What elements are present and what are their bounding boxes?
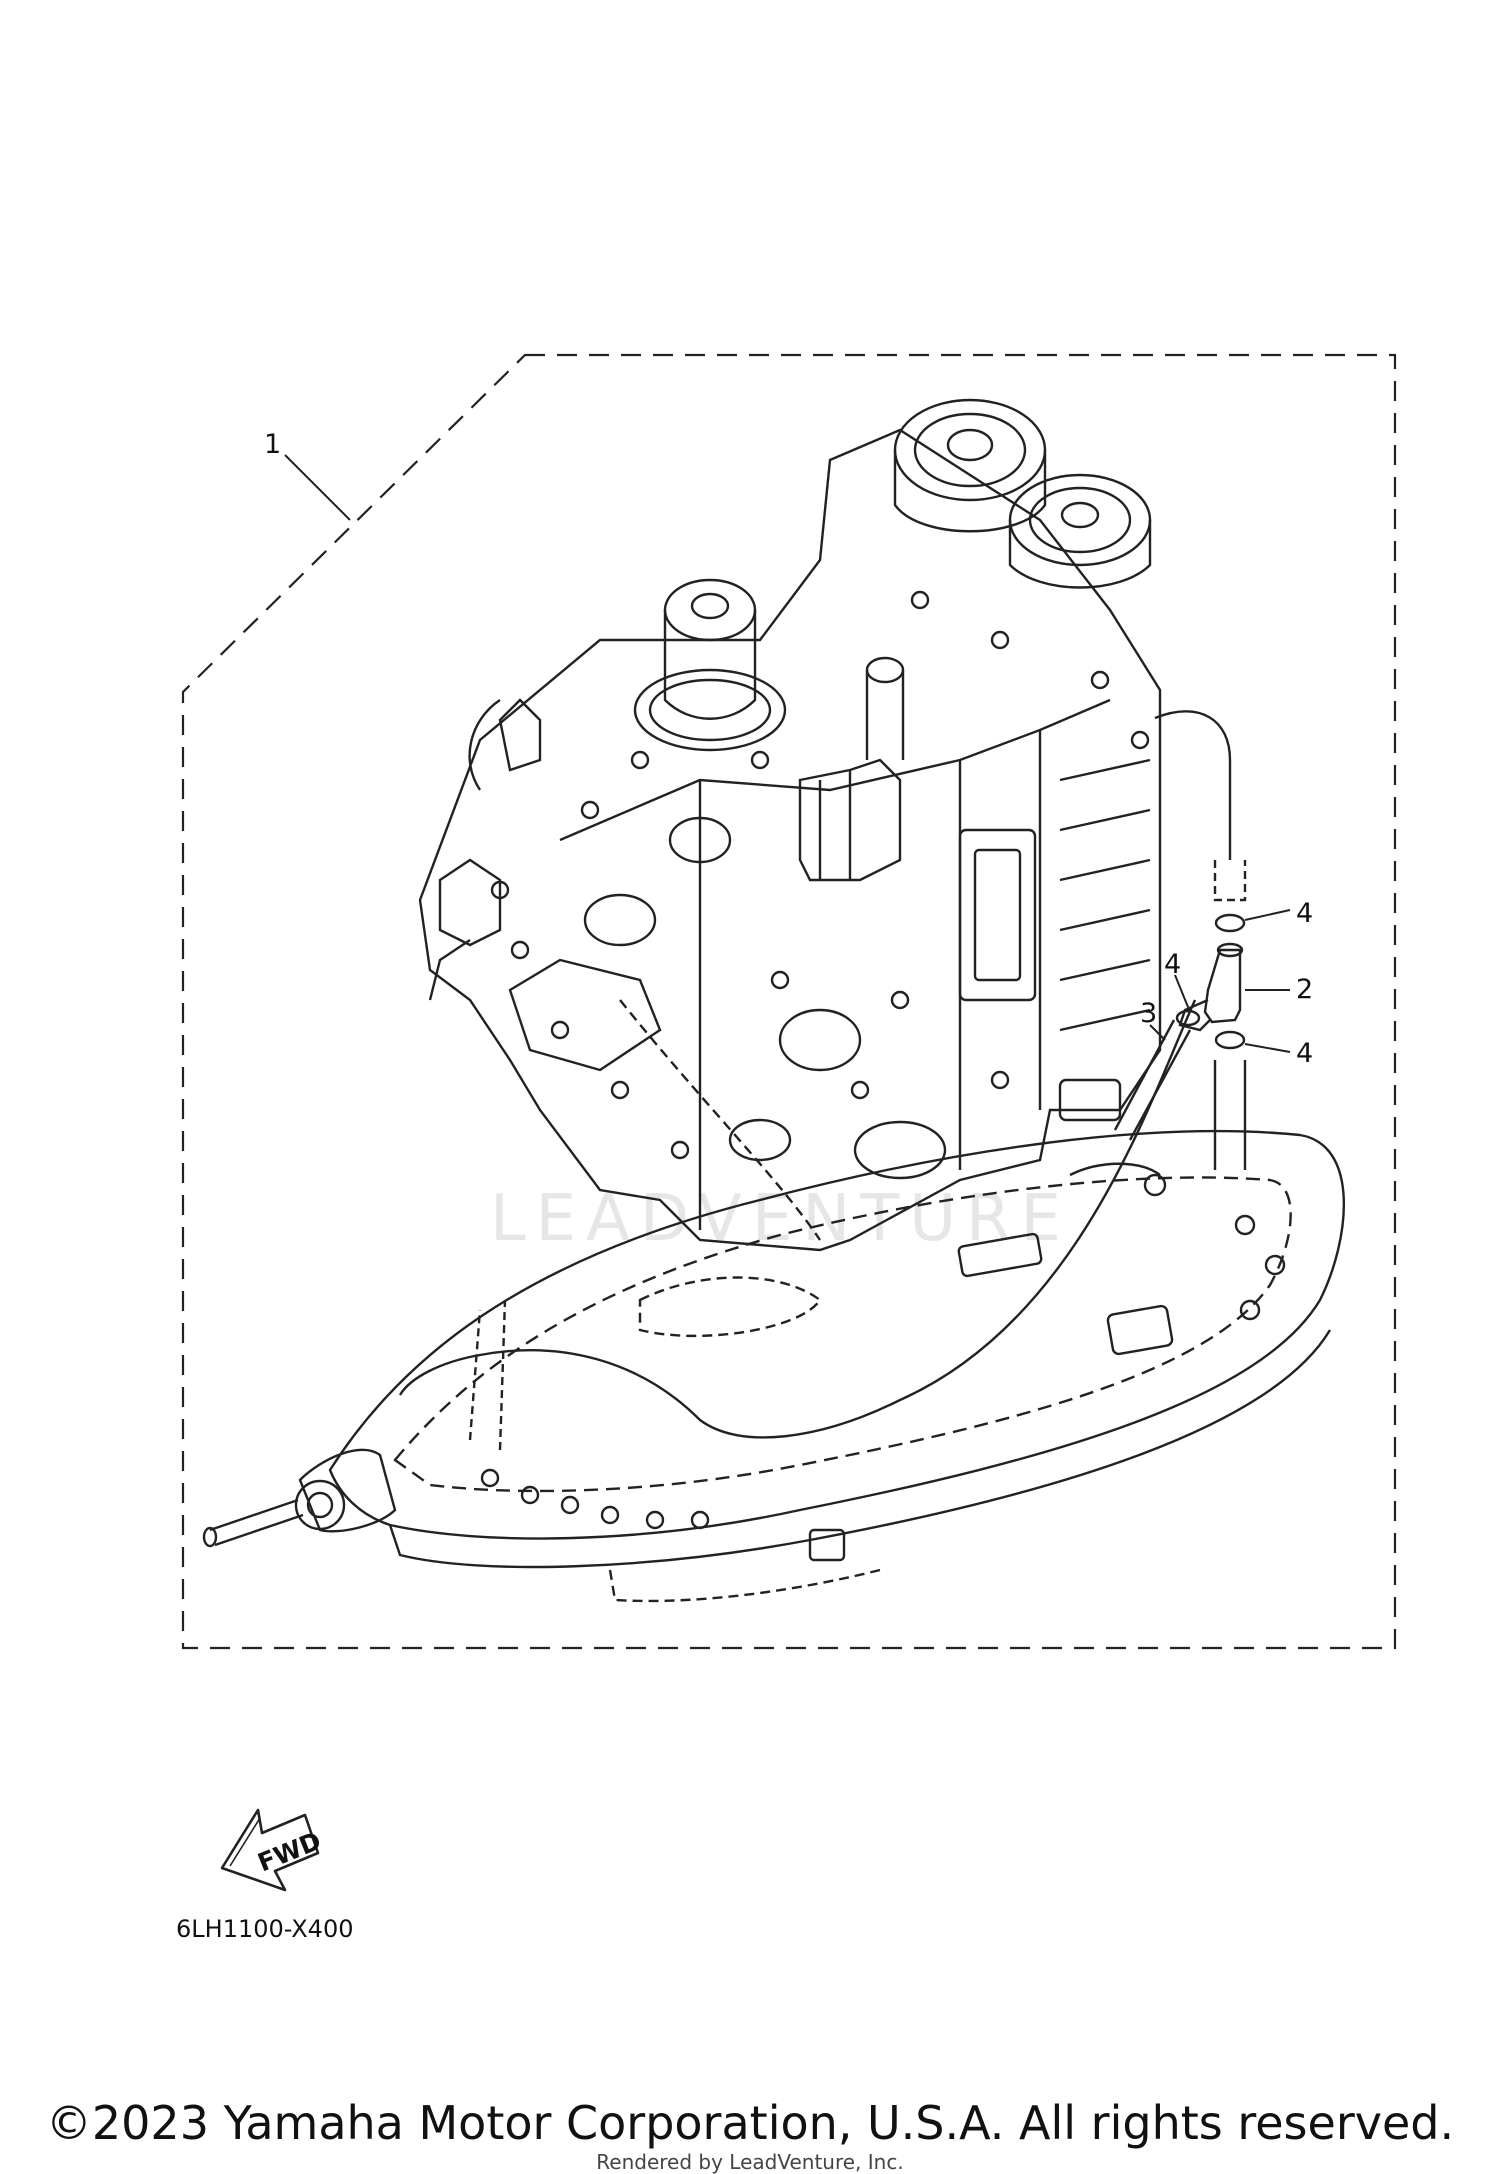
diagram-part-code: 6LH1100-X400 [176, 1915, 353, 1943]
rendered-by-notice: Rendered by LeadVenture, Inc. [596, 2150, 904, 2174]
callout-2: 2 [1296, 974, 1313, 1005]
hose-clips [1175, 913, 1246, 1050]
callout-4-middle: 4 [1164, 949, 1181, 980]
assembly-boundary [181, 353, 1397, 1650]
engine-block [418, 398, 1162, 1252]
leader-lines [284, 454, 1291, 1053]
callout-4-bottom: 4 [1296, 1038, 1313, 1069]
hose-joint [1178, 942, 1244, 1032]
callout-3: 3 [1140, 998, 1157, 1029]
hose-assembly [398, 710, 1247, 1439]
callout-1: 1 [264, 429, 281, 460]
copyright-notice: ©2023 Yamaha Motor Corporation, U.S.A. A… [45, 2096, 1455, 2150]
callout-4-top: 4 [1296, 898, 1313, 929]
fwd-arrow-icon: FWD [220, 1808, 325, 1892]
bottom-cowling [328, 1129, 1346, 1603]
drain-fitting [202, 1448, 397, 1548]
watermark: LEADVENTURE [490, 1182, 1071, 1256]
